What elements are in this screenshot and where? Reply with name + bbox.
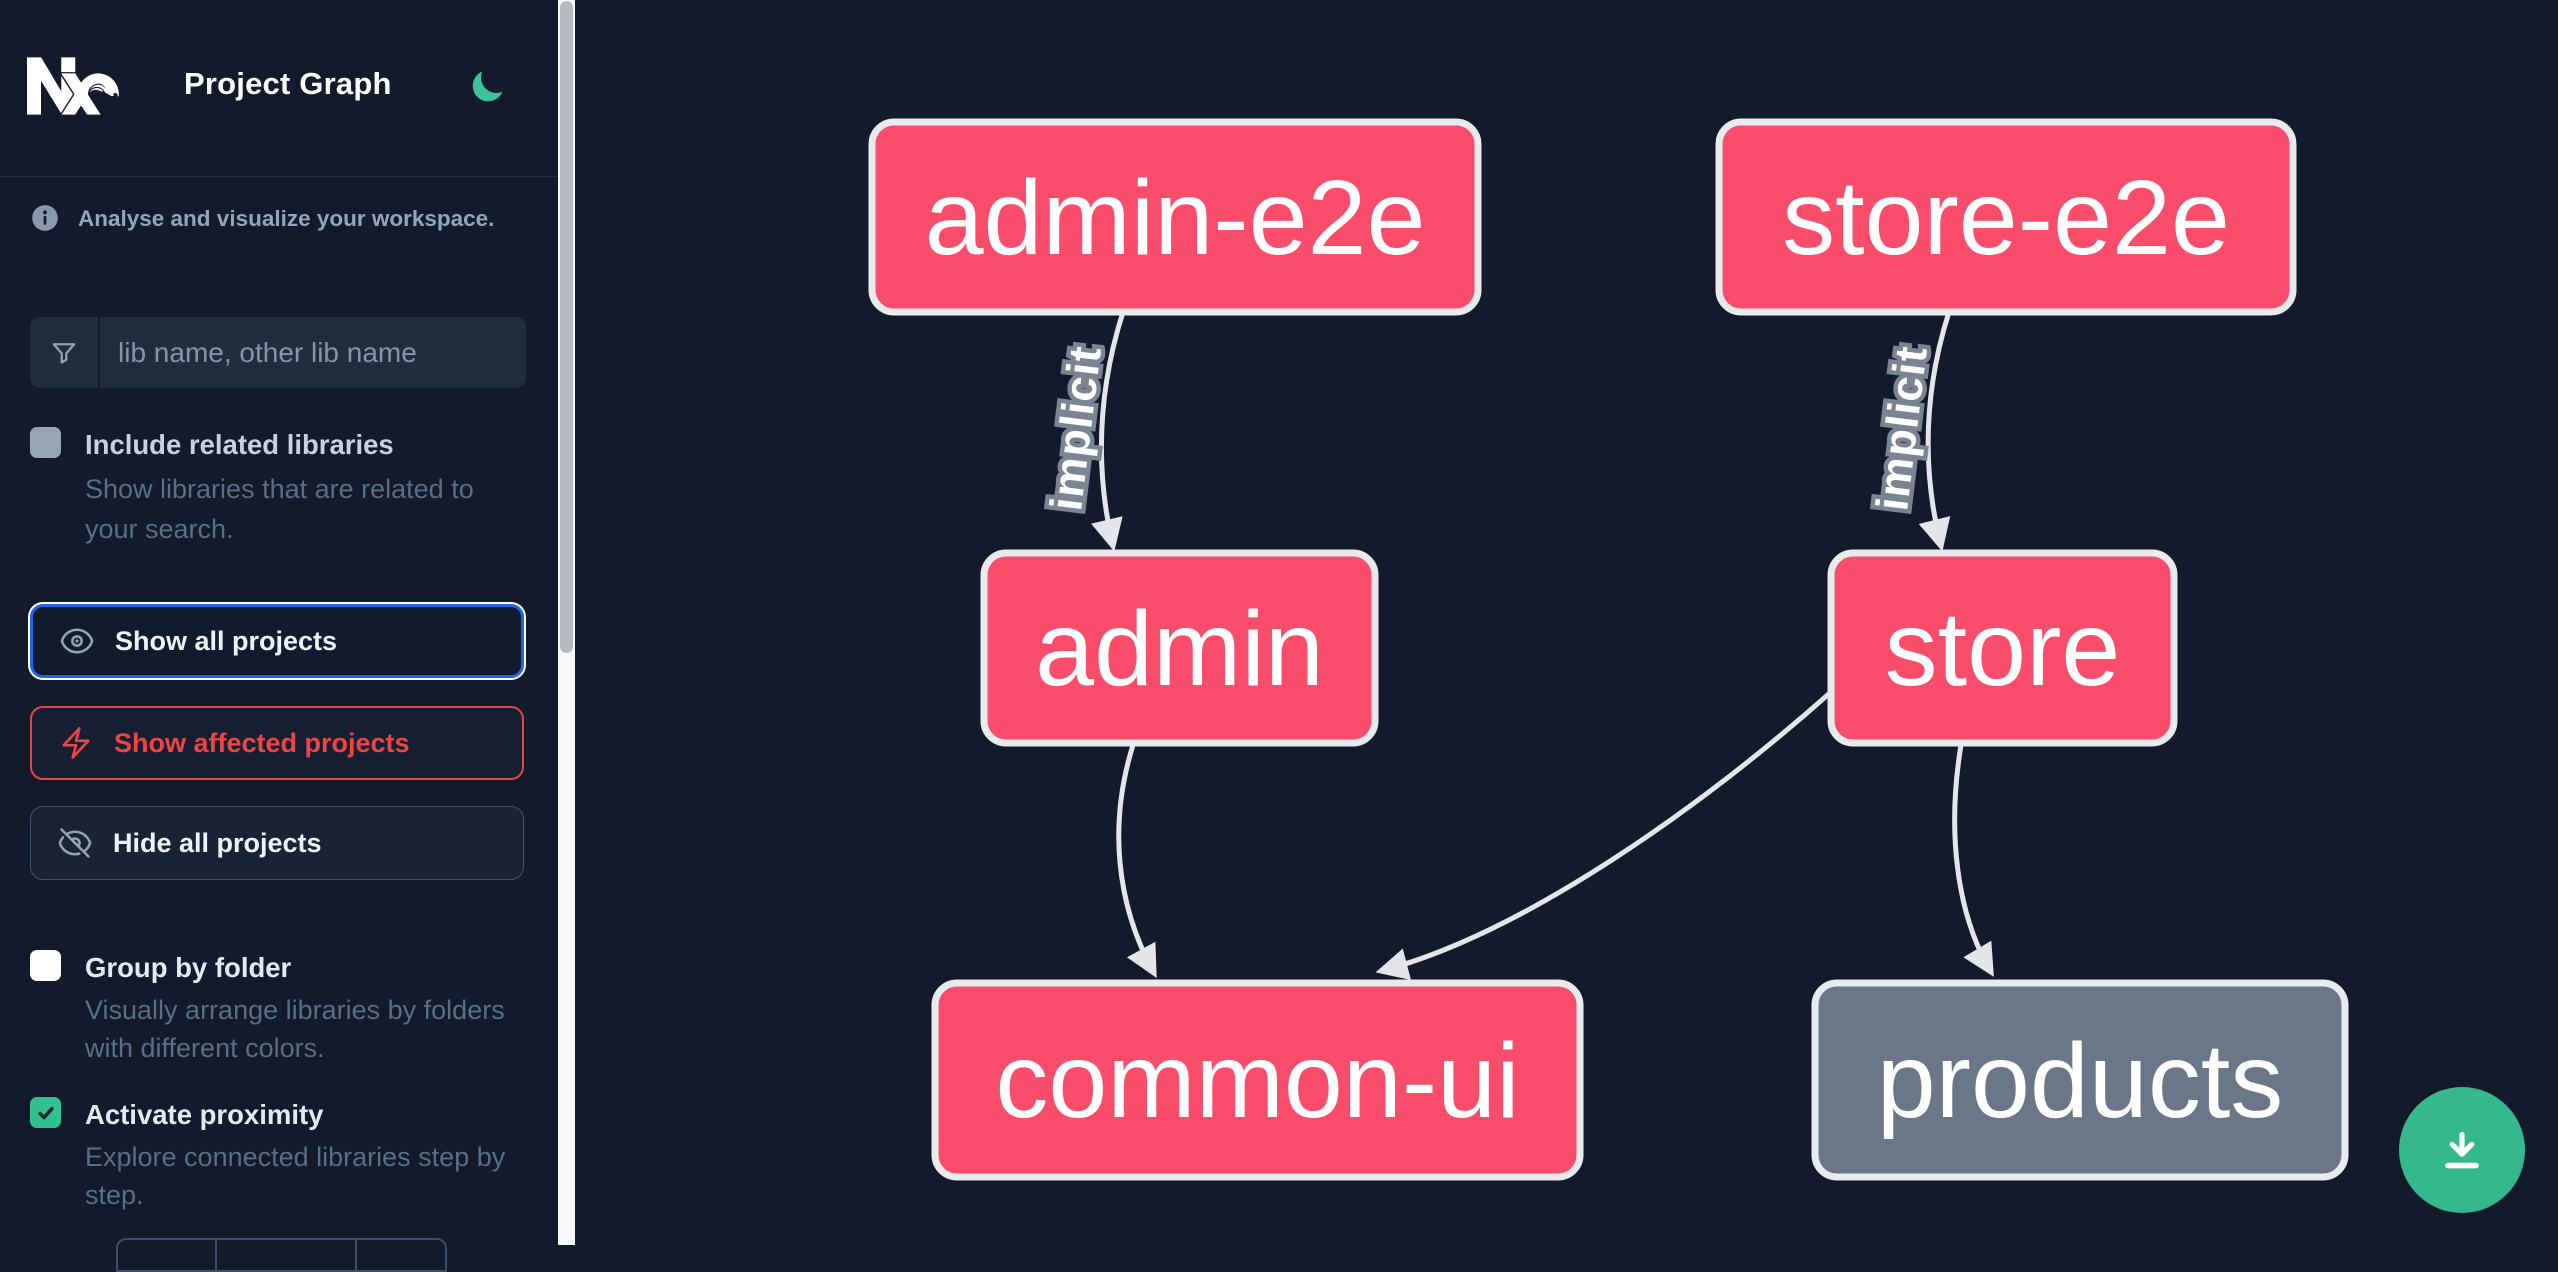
divider [0, 176, 558, 177]
activate-proximity-label: Activate proximity [85, 1099, 324, 1130]
edge-store-products [1952, 744, 1994, 977]
sidebar-scrollbar-thumb[interactable] [560, 1, 573, 653]
edge-store-e2e-store [1918, 311, 1952, 552]
node-box-products[interactable] [1811, 979, 2349, 1181]
filter-input[interactable] [100, 317, 526, 388]
toggle-activate-proximity: Activate proximity Explore connected lib… [30, 1097, 530, 1237]
show-all-projects-button[interactable]: Show all projects [30, 604, 524, 678]
edge-label-store-e2e-store: implicit [1866, 343, 1937, 514]
graph-node-store-e2e[interactable]: store-e2e [1715, 118, 2297, 316]
filter-box [30, 317, 526, 388]
node-label-common-ui: common-ui [995, 1022, 1519, 1140]
group-by-folder-description: Visually arrange libraries by folders wi… [85, 995, 505, 1063]
nx-logo-icon [27, 57, 119, 115]
graph-node-store[interactable]: store [1827, 549, 2178, 747]
node-label-store: store [1885, 590, 2121, 708]
node-label-products: products [1877, 1022, 2284, 1140]
sidebar: Project Graph Analyse and visualize your… [0, 0, 558, 1272]
show-affected-projects-label: Show affected projects [114, 727, 410, 758]
show-affected-projects-button[interactable]: Show affected projects [30, 706, 524, 780]
info-text: Analyse and visualize your workspace. [78, 206, 495, 231]
funnel-icon [52, 342, 76, 363]
node-box-admin-e2e[interactable] [868, 118, 1482, 316]
activate-proximity-description: Explore connected libraries step by step… [85, 1142, 506, 1210]
hide-all-projects-button[interactable]: Hide all projects [30, 806, 524, 880]
info-icon [32, 205, 58, 231]
option-include-related: Include related libraries Show libraries… [30, 427, 530, 557]
node-label-admin: admin [1035, 590, 1324, 708]
graph-node-admin[interactable]: admin [980, 549, 1379, 747]
eye-icon [60, 628, 94, 654]
download-icon [2445, 1131, 2479, 1169]
partial-segmented-control[interactable] [116, 1238, 447, 1272]
edge-label-admin-e2e-admin: implicit [1040, 343, 1111, 514]
graph-node-common-ui[interactable]: common-ui [931, 979, 1584, 1181]
edge-store-common-ui [1375, 690, 1833, 980]
activate-proximity-checkbox[interactable] [30, 1097, 61, 1128]
node-box-admin[interactable] [980, 549, 1379, 747]
hide-all-projects-label: Hide all projects [113, 827, 322, 858]
graph-canvas[interactable]: implicit implicit admin-e2e store-e2e admin… [575, 0, 2558, 1245]
group-by-folder-label: Group by folder [85, 952, 292, 983]
filter-icon-cell [30, 317, 100, 388]
include-related-label: Include related libraries [85, 429, 394, 460]
include-related-checkbox[interactable] [30, 427, 61, 458]
group-by-folder-checkbox[interactable] [30, 950, 61, 981]
graph-node-admin-e2e[interactable]: admin-e2e [868, 118, 1482, 316]
toggle-group-by-folder: Group by folder Visually arrange librari… [30, 950, 530, 1090]
node-label-admin-e2e: admin-e2e [925, 159, 1426, 277]
moon-icon[interactable] [468, 68, 506, 106]
node-box-common-ui[interactable] [931, 979, 1584, 1181]
graph-node-products[interactable]: products [1811, 979, 2349, 1181]
node-box-store-e2e[interactable] [1715, 118, 2297, 316]
download-graph-button[interactable] [2399, 1087, 2525, 1213]
show-all-projects-label: Show all projects [115, 625, 338, 656]
edge-admin-common-ui [1116, 744, 1157, 978]
node-box-store[interactable] [1827, 549, 2178, 747]
edge-admin-e2e-admin [1091, 311, 1126, 552]
include-related-description: Show libraries that are related to your … [85, 474, 474, 544]
eye-off-icon [58, 828, 92, 858]
checkmark-icon [37, 1106, 54, 1119]
bolt-icon [62, 727, 90, 759]
node-label-store-e2e: store-e2e [1782, 159, 2230, 277]
info-row: Analyse and visualize your workspace. [31, 204, 531, 232]
page-title: Project Graph [184, 66, 392, 101]
